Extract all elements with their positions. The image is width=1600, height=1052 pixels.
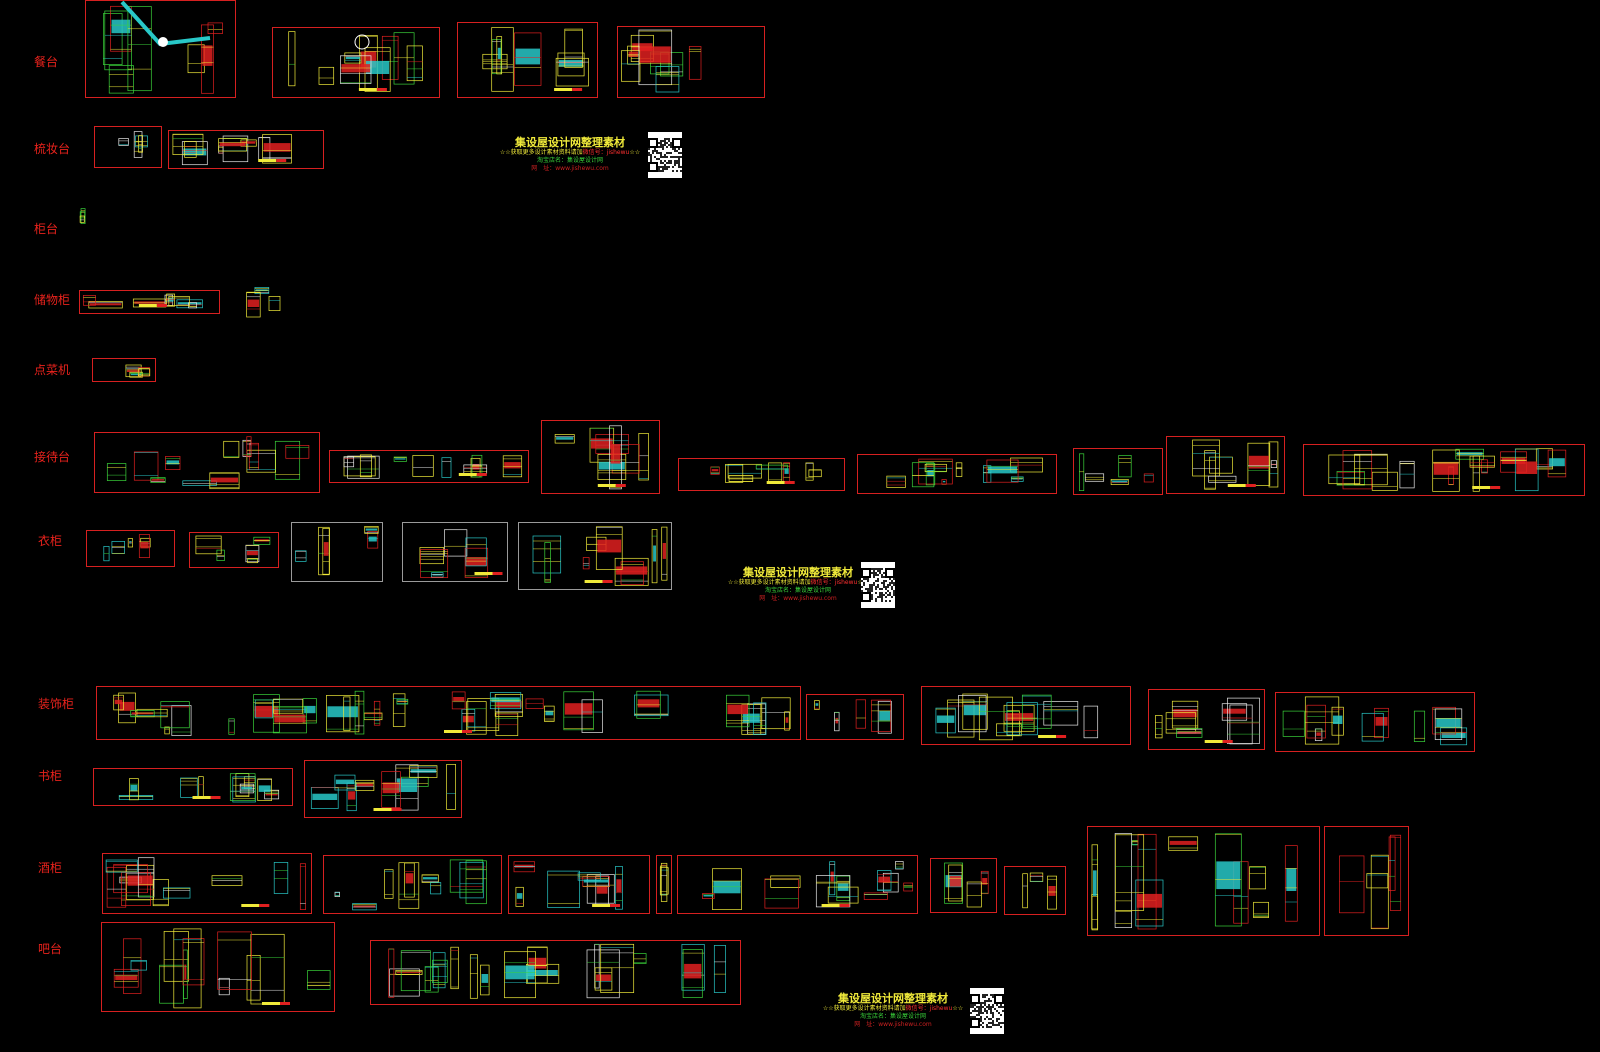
drawing-loose[interactable]: [240, 280, 288, 324]
row-label-storage: 储物柜: [34, 293, 71, 307]
drawing-frame[interactable]: [96, 686, 801, 740]
row-label-counter: 柜台: [34, 222, 59, 236]
row-label-display: 装饰柜: [38, 697, 75, 711]
row-label-wine: 酒柜: [38, 861, 63, 875]
watermark-line2: 淘宝店名：集设屋设计网: [859, 1013, 926, 1020]
drawing-frame[interactable]: [101, 922, 335, 1012]
drawing-frame[interactable]: [329, 450, 529, 483]
drawing-frame[interactable]: [86, 530, 175, 567]
drawing-frame[interactable]: [930, 858, 997, 913]
watermark-line3: 网 址：www.jishewu.com: [531, 165, 609, 172]
qr-code-icon: [861, 562, 895, 608]
drawing-frame[interactable]: [1087, 826, 1320, 936]
drawing-frame[interactable]: [168, 130, 324, 169]
row-label-ordering: 点菜机: [34, 363, 71, 377]
watermark-line2: 淘宝店名：集设屋设计网: [536, 157, 603, 164]
row-label-bookcase: 书柜: [38, 769, 63, 783]
drawing-frame[interactable]: [656, 855, 672, 914]
drawing-frame[interactable]: [1303, 444, 1585, 496]
drawing-frame[interactable]: [291, 522, 383, 582]
watermark-line2: 淘宝店名：集设屋设计网: [764, 587, 831, 594]
drawing-frame[interactable]: [272, 27, 440, 98]
drawing-frame[interactable]: [677, 855, 918, 914]
watermark-title: 集设屋设计网整理素材: [838, 992, 948, 1005]
drawing-loose[interactable]: [76, 204, 88, 232]
row-label-dresser: 梳妆台: [34, 142, 71, 156]
watermark-line1: ☆☆获取更多设计素材资料请加微信号：jishewu☆☆: [499, 149, 641, 156]
watermark-title: 集设屋设计网整理素材: [515, 136, 625, 149]
row-label-dining: 餐台: [34, 55, 59, 69]
drawing-frame[interactable]: [678, 458, 845, 491]
drawing-frame[interactable]: [93, 768, 293, 806]
watermark-line3: 网 址：www.jishewu.com: [854, 1021, 932, 1028]
drawing-frame[interactable]: [617, 26, 765, 98]
drawing-frame[interactable]: [1073, 448, 1163, 495]
drawing-frame[interactable]: [508, 855, 650, 914]
watermark-line3: 网 址：www.jishewu.com: [759, 595, 837, 602]
drawing-frame[interactable]: [102, 853, 312, 914]
drawing-frame[interactable]: [1324, 826, 1409, 936]
drawing-frame[interactable]: [94, 126, 162, 168]
qr-code-icon: [970, 988, 1004, 1034]
drawing-frame[interactable]: [518, 522, 672, 590]
drawing-frame[interactable]: [1148, 689, 1265, 750]
drawing-frame[interactable]: [1275, 692, 1475, 752]
watermark: 集设屋设计网整理素材 ☆☆获取更多设计素材资料请加微信号：jishewu☆☆ 淘…: [470, 136, 670, 173]
drawing-frame[interactable]: [304, 760, 462, 818]
drawing-frame[interactable]: [323, 855, 502, 914]
drawing-frame[interactable]: [85, 0, 236, 98]
drawing-frame[interactable]: [921, 686, 1131, 745]
drawing-frame[interactable]: [1166, 436, 1285, 494]
drawing-frame[interactable]: [402, 522, 508, 582]
drawing-frame[interactable]: [79, 290, 220, 314]
row-label-reception: 接待台: [34, 450, 71, 464]
drawing-frame[interactable]: [1004, 866, 1066, 915]
drawing-frame[interactable]: [370, 940, 741, 1005]
watermark: 集设屋设计网整理素材 ☆☆获取更多设计素材资料请加微信号：jishewu☆☆ 淘…: [793, 992, 993, 1029]
drawing-frame[interactable]: [94, 432, 320, 493]
watermark-line1: ☆☆获取更多设计素材资料请加微信号：jishewu☆☆: [822, 1005, 964, 1012]
drawing-frame[interactable]: [457, 22, 598, 98]
drawing-frame[interactable]: [806, 694, 904, 740]
drawing-frame[interactable]: [541, 420, 660, 494]
row-label-wardrobe: 衣柜: [38, 534, 63, 548]
drawing-frame[interactable]: [189, 532, 279, 568]
qr-code-icon: [648, 132, 682, 178]
drawing-frame[interactable]: [92, 358, 156, 382]
row-label-bar: 吧台: [38, 942, 63, 956]
watermark: 集设屋设计网整理素材 ☆☆获取更多设计素材资料请加微信号：jishewu☆☆ 淘…: [698, 566, 898, 603]
watermark-title: 集设屋设计网整理素材: [743, 566, 853, 579]
drawing-frame[interactable]: [857, 454, 1057, 494]
